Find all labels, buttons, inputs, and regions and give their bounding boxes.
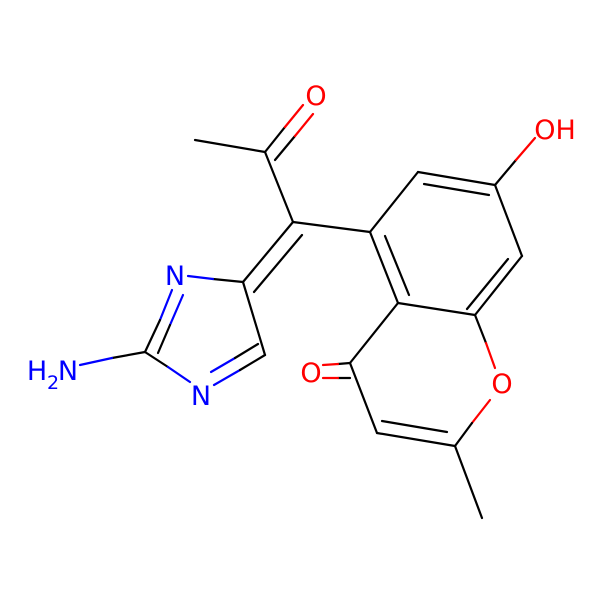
bond-exocyclic-double-b — [252, 233, 304, 294]
bond-imidazole-c4-c5 — [241, 280, 267, 357]
bond-ring-o-b-red — [470, 398, 492, 425]
bond-ketone-b-red — [293, 112, 315, 138]
bond-n3-c2-a-blue — [158, 288, 174, 322]
bond-hydroxyl-black — [493, 158, 518, 187]
bond-carbonyl-a-red — [321, 362, 340, 367]
bond-n3-c2-a-black — [143, 318, 162, 354]
atom-carbonyl-oxygen: O — [300, 358, 321, 389]
bond-benz-3 — [493, 183, 524, 258]
bond-ketone-a-black — [263, 125, 287, 154]
atom-amine-n: N — [58, 356, 78, 387]
atom-hydroxyl: OH — [534, 115, 576, 146]
bonds — [193, 138, 524, 520]
bond-c2-n1-black — [143, 350, 170, 369]
bond-c2-n1-blue — [166, 365, 192, 384]
bond-c2-nh2-blue — [78, 356, 114, 367]
bond-n1-c5-a-black — [238, 353, 267, 372]
bond-c4-n3-black — [211, 277, 245, 284]
bond-benz-6 — [368, 230, 400, 305]
atom-amine-h: H — [27, 356, 47, 387]
atom-ketone-oxygen: O — [305, 81, 326, 112]
atom-labels: O OH O O N N H 2 N — [27, 81, 576, 412]
bond-ring-o-a-red — [484, 341, 497, 370]
atom-imidazole-n-bottom: N — [191, 381, 211, 412]
bond-pyran-c3-c2-inner — [380, 419, 449, 434]
bond-ring-o-a-black — [473, 313, 488, 345]
bond-ring-o-b-black — [453, 421, 474, 448]
bond-benz-4-inner — [465, 257, 510, 311]
bond-pyran-c3-c2 — [375, 431, 457, 448]
bond-hydroxyl-red — [514, 136, 537, 162]
oxygen-bonds — [263, 103, 537, 448]
bond-methyl-acetyl — [193, 138, 267, 154]
bond-n1-c5-b-black — [233, 342, 260, 360]
bond-benz-4 — [473, 254, 524, 317]
bond-n3-c2-b-black — [156, 323, 172, 355]
bond-benz-2-inner — [422, 182, 491, 197]
atom-ring-oxygen: O — [491, 369, 512, 400]
bond-benz-2 — [416, 170, 497, 187]
bond-pyran-c4-c3 — [348, 361, 379, 435]
bond-acetyl-vinyl — [263, 150, 295, 224]
bond-exocyclic-double-a — [241, 220, 295, 284]
bond-benz-6-inner — [383, 234, 411, 297]
bond-vinyl-aryl — [291, 220, 372, 234]
atom-imidazole-n-top: N — [165, 261, 185, 292]
bond-ketone-b-black — [273, 134, 297, 162]
bond-n3-c2-b-blue — [168, 293, 185, 327]
bond-pyran-c4a-c4 — [348, 301, 400, 365]
bond-benz-5 — [396, 301, 477, 317]
bond-n1-c5-a-blue — [212, 368, 242, 387]
bond-n1-c5-b-blue — [209, 356, 237, 374]
bond-carbonyl-a-black — [336, 361, 352, 366]
bond-c2-nh2-black — [110, 350, 147, 360]
bond-ketone-a-red — [283, 103, 305, 129]
bond-benz-1 — [368, 170, 420, 234]
nitrogen-bonds — [78, 274, 267, 387]
atom-amine-subscript: 2 — [47, 372, 59, 394]
bond-methyl-c2 — [453, 444, 484, 520]
bond-c4-n3-blue — [186, 274, 215, 281]
